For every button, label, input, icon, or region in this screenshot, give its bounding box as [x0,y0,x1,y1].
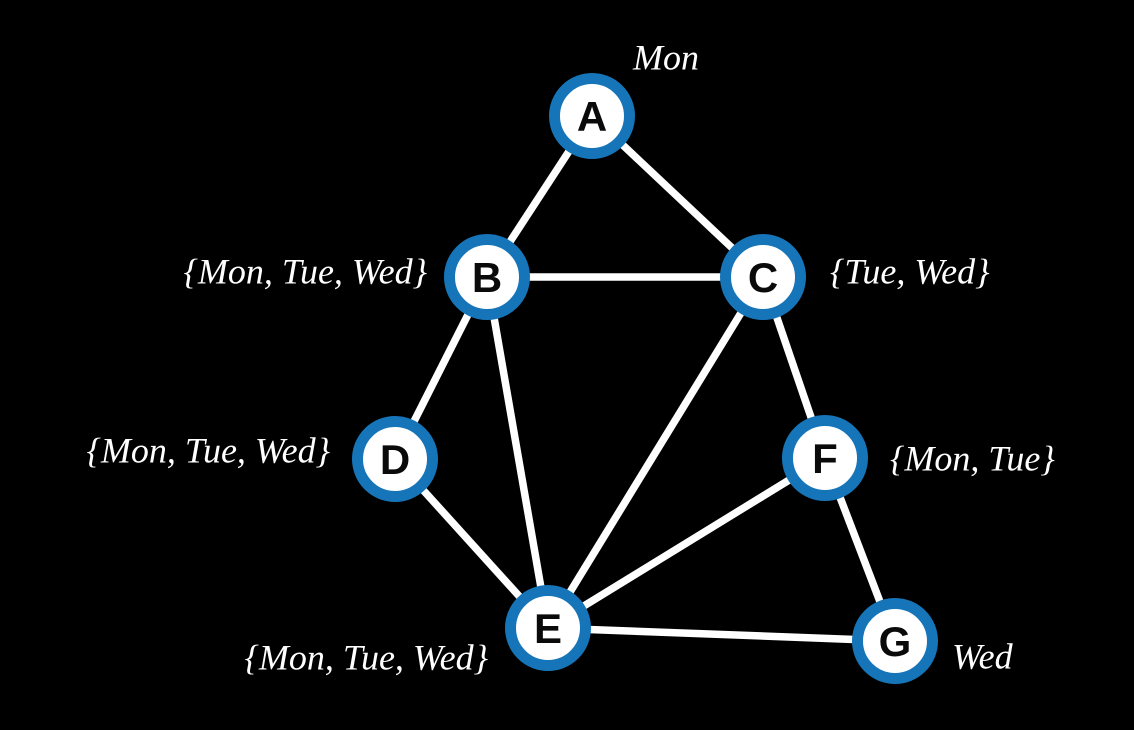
node-G: G [852,598,938,684]
availability-label-C: {Tue, Wed} [830,252,990,292]
node-letter-G: G [879,618,912,665]
edge-B-E [483,276,552,629]
node-letter-D: D [380,436,410,483]
node-D: D [352,416,438,502]
availability-label-E: {Mon, Tue, Wed} [245,638,489,678]
node-circle-E [505,585,591,671]
node-circle-A [549,73,635,159]
node-circle-F [782,415,868,501]
node-circle-B [444,234,530,320]
node-E: E [505,585,591,671]
node-letter-C: C [748,254,778,301]
node-B: B [444,234,530,320]
node-circle-D [352,416,438,502]
availability-label-G: Wed [952,637,1014,677]
node-letter-B: B [472,254,502,301]
node-A: A [549,73,635,159]
node-circle-C [720,234,806,320]
availability-label-F: {Mon, Tue} [890,439,1055,479]
availability-label-B: {Mon, Tue, Wed} [184,252,428,292]
node-letter-F: F [812,435,838,482]
node-circle-G [852,598,938,684]
node-F: F [782,415,868,501]
node-letter-E: E [534,605,562,652]
node-C: C [720,234,806,320]
edge-E-F [546,454,827,632]
availability-label-A: Mon [632,38,699,78]
node-letter-A: A [577,93,607,140]
edge-E-G [547,624,896,645]
edge-C-E [544,275,767,630]
availability-label-D: {Mon, Tue, Wed} [87,431,331,471]
